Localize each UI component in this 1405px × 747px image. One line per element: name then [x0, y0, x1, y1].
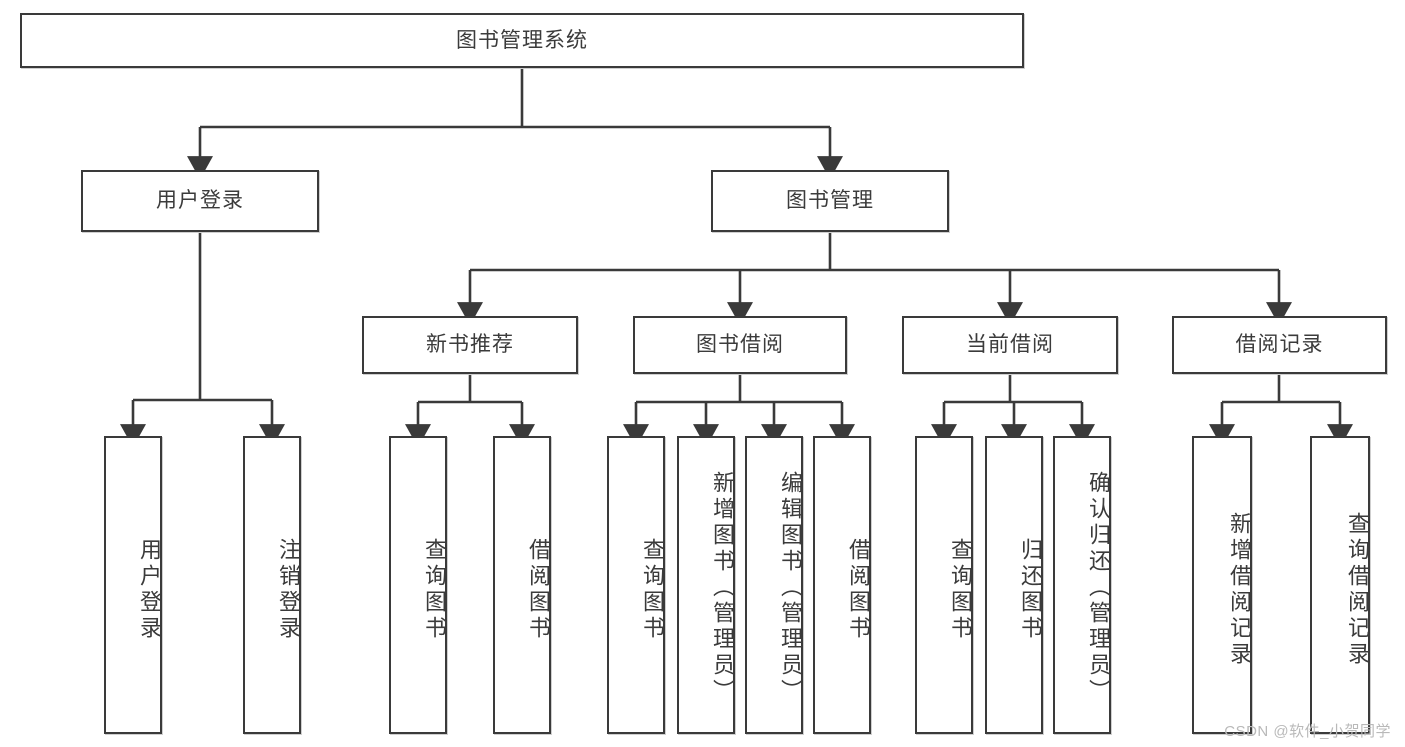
watermark-csdn: CSDN @软件_小贺同学 [1224, 723, 1391, 740]
leaf-newrec-query-book[interactable]: 查询图书 [389, 436, 447, 734]
leaf-record-query-record[interactable]: 查询借阅记录 [1310, 436, 1370, 734]
leaf-borrow-edit-book-admin[interactable]: 编辑图书（管理员） [745, 436, 803, 734]
node-book-management[interactable]: 图书管理 [711, 170, 949, 232]
leaf-borrow-add-book-admin[interactable]: 新增图书（管理员） [677, 436, 735, 734]
leaf-record-query-record-label: 查询借阅记录 [1345, 512, 1370, 668]
leaf-borrow-query-book[interactable]: 查询图书 [607, 436, 665, 734]
leaf-login-user-login[interactable]: 用户登录 [104, 436, 162, 734]
node-book-borrow-label: 图书借阅 [696, 333, 784, 357]
leaf-borrow-add-book-admin-label: 新增图书（管理员） [710, 471, 735, 705]
leaf-current-confirm-return-admin[interactable]: 确认归还（管理员） [1053, 436, 1111, 734]
node-user-login-label: 用户登录 [156, 189, 244, 213]
node-current-borrow-label: 当前借阅 [966, 333, 1054, 357]
leaf-newrec-borrow-book-label: 借阅图书 [526, 538, 551, 642]
leaf-borrow-edit-book-admin-label: 编辑图书（管理员） [778, 471, 803, 705]
leaf-borrow-query-book-label: 查询图书 [640, 538, 665, 642]
leaf-current-return-book[interactable]: 归还图书 [985, 436, 1043, 734]
leaf-login-user-login-label: 用户登录 [137, 538, 162, 642]
leaf-current-query-book-label: 查询图书 [948, 538, 973, 642]
node-borrow-record[interactable]: 借阅记录 [1172, 316, 1387, 374]
node-user-login[interactable]: 用户登录 [81, 170, 319, 232]
node-current-borrow[interactable]: 当前借阅 [902, 316, 1118, 374]
node-root-label: 图书管理系统 [456, 28, 588, 52]
leaf-current-return-book-label: 归还图书 [1018, 538, 1043, 642]
node-book-borrow[interactable]: 图书借阅 [633, 316, 847, 374]
node-borrow-record-label: 借阅记录 [1235, 333, 1324, 357]
leaf-borrow-borrow-book[interactable]: 借阅图书 [813, 436, 871, 734]
node-book-management-label: 图书管理 [786, 189, 874, 213]
node-root[interactable]: 图书管理系统 [20, 13, 1024, 68]
leaf-login-logout[interactable]: 注销登录 [243, 436, 301, 734]
node-new-book-recommend[interactable]: 新书推荐 [362, 316, 578, 374]
leaf-record-add-record[interactable]: 新增借阅记录 [1192, 436, 1252, 734]
leaf-current-confirm-return-admin-label: 确认归还（管理员） [1086, 471, 1111, 705]
leaf-current-query-book[interactable]: 查询图书 [915, 436, 973, 734]
leaf-newrec-query-book-label: 查询图书 [422, 538, 447, 642]
leaf-record-add-record-label: 新增借阅记录 [1227, 512, 1252, 668]
leaf-login-logout-label: 注销登录 [276, 538, 301, 642]
leaf-borrow-borrow-book-label: 借阅图书 [846, 538, 871, 642]
leaf-newrec-borrow-book[interactable]: 借阅图书 [493, 436, 551, 734]
node-new-book-recommend-label: 新书推荐 [426, 333, 514, 357]
